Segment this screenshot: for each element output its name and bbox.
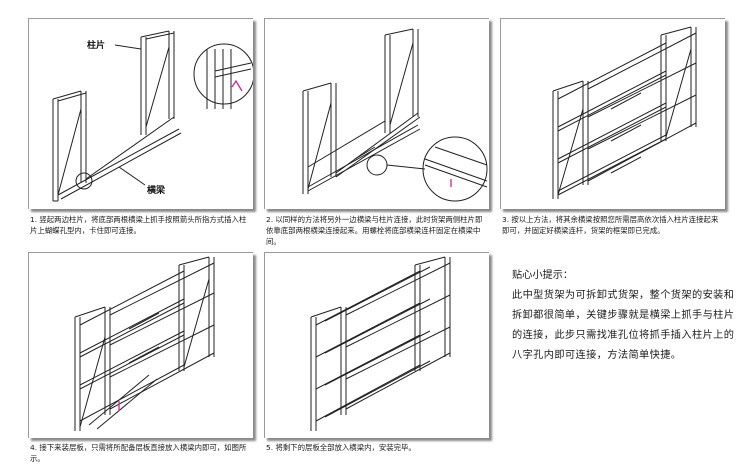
step-2-panel bbox=[264, 18, 489, 209]
step-4-illustration bbox=[74, 256, 215, 431]
step-5-caption: 5. 将剩下的层板全部放入横梁内，安装完毕。 bbox=[266, 443, 416, 452]
step-1-illustration bbox=[52, 30, 253, 202]
step-3-panel bbox=[500, 18, 725, 209]
step-1-caption: 1. 竖起两边柱片，将底部两根横梁上抓手按照箭头所指方式插入柱片上蝴蝶孔型内，卡… bbox=[30, 215, 247, 235]
tips-body: 此中型货架为可拆卸式货架，整个货架的安装和拆卸都很简单，关键步骤就是横梁上抓手与… bbox=[512, 290, 735, 361]
tips-title: 贴心小提示： bbox=[512, 270, 574, 281]
step-3-caption: 3. 按以上方法，将其余横梁按照您所需层高依次插入柱片连接起来即可，并固定好横梁… bbox=[502, 215, 719, 235]
tips-box: 贴心小提示： 此中型货架为可拆卸式货架，整个货架的安装和拆卸都很简单，关键步骤就… bbox=[512, 266, 740, 366]
beam-label: 横梁 bbox=[147, 186, 166, 196]
step-5-illustration bbox=[310, 256, 451, 431]
step-2-caption: 2. 以同样的方法将另外一边横梁与柱片连接，此时货架两侧柱片即依靠底部两根横梁连… bbox=[266, 215, 483, 246]
post-label: 柱片 bbox=[87, 41, 106, 51]
step-3-illustration bbox=[552, 26, 697, 199]
step-4-panel bbox=[28, 252, 253, 438]
step-1-panel: 柱片 横梁 bbox=[28, 18, 253, 209]
step-4-caption: 4. 接下来装层板，只需将所配备层板直接放入横梁内即可，如图所示。 bbox=[30, 443, 247, 463]
step-5-panel bbox=[264, 252, 489, 438]
step-2-illustration bbox=[302, 28, 488, 202]
